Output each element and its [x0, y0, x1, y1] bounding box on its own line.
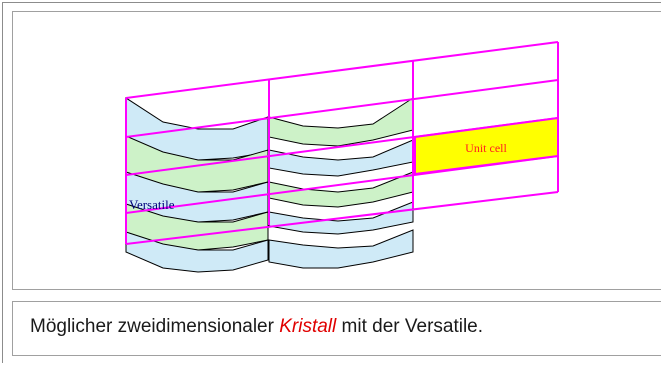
unit-cell-label: Unit cell	[465, 141, 507, 155]
kristall-link[interactable]: Kristall	[279, 316, 337, 337]
caption: Möglicher zweidimensionaler Kristall mit…	[30, 316, 483, 338]
caption-cell: Möglicher zweidimensionaler Kristall mit…	[12, 301, 661, 356]
versatile-shape	[125, 231, 269, 273]
versatile-shape	[268, 229, 414, 269]
versatile-shapes-left	[125, 97, 269, 273]
versatile-shapes-right	[268, 97, 414, 269]
unit-cell	[414, 116, 559, 176]
figure-cell: Unit cell Versatile	[12, 11, 661, 290]
caption-text-after: mit der Versatile.	[341, 316, 484, 337]
versatile-label: Versatile	[129, 197, 175, 212]
versatile-shape	[268, 97, 414, 147]
crystal-lattice-diagram: Unit cell Versatile	[125, 41, 559, 273]
caption-text-before: Möglicher zweidimensionaler	[30, 316, 274, 337]
